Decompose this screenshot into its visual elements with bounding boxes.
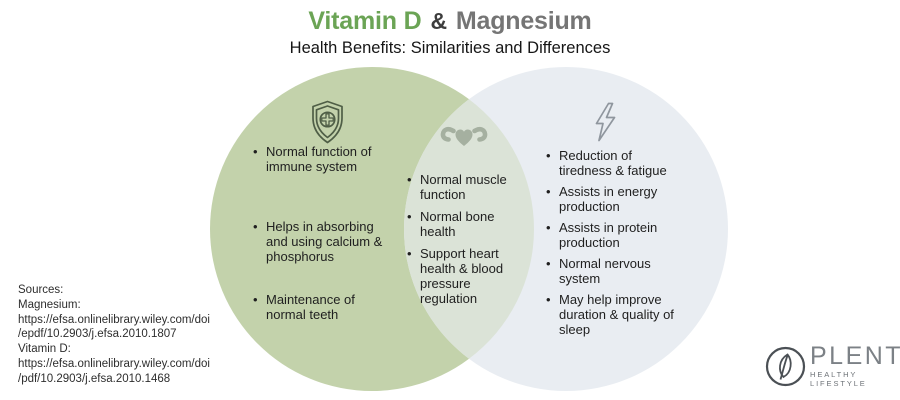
logo-text: PLENT HEALTHY LIFESTYLE xyxy=(810,342,900,389)
logo-name: PLENT xyxy=(810,342,900,370)
title-ampersand: & xyxy=(430,8,447,34)
logo-tagline: HEALTHY LIFESTYLE xyxy=(810,370,867,388)
benefit-text: Support heart health & blood pressure re… xyxy=(420,246,504,306)
title-vitamin-d: Vitamin D xyxy=(308,7,422,35)
list-item: Assists in energy production xyxy=(546,184,696,214)
benefit-text: Normal nervous system xyxy=(559,256,651,286)
plent-logo: PLENT HEALTHY LIFESTYLE xyxy=(765,344,900,388)
title-magnesium: Magnesium xyxy=(455,7,592,35)
magnesium-benefits-list: Reduction of tiredness & fatigue Assists… xyxy=(546,148,696,343)
list-item: Support heart health & blood pressure re… xyxy=(407,246,529,306)
leaf-circle-icon xyxy=(765,346,806,386)
shield-cross-icon xyxy=(312,100,343,144)
list-item: Assists in protein production xyxy=(546,220,696,250)
benefit-text: Normal function of immune system xyxy=(266,144,372,174)
page-title: Vitamin D&Magnesium xyxy=(0,7,900,36)
list-item: Normal muscle function xyxy=(407,172,529,202)
list-item: Normal function of immune system xyxy=(253,144,403,174)
benefit-text: Helps in absorbing and using calcium & p… xyxy=(266,219,383,264)
vitamin-d-benefits-list: Normal function of immune system Helps i… xyxy=(253,144,403,322)
page-subtitle: Health Benefits: Similarities and Differ… xyxy=(289,38,611,57)
strong-heart-icon xyxy=(440,126,488,146)
sources-text: Sources: Magnesium: https://efsa.onlinel… xyxy=(18,284,210,385)
list-item: Reduction of tiredness & fatigue xyxy=(546,148,696,178)
shared-benefits-list: Normal muscle function Normal bone healt… xyxy=(407,172,529,313)
list-item: Normal bone health xyxy=(407,209,529,239)
benefit-text: Assists in energy production xyxy=(559,184,658,214)
benefit-text: Normal muscle function xyxy=(420,172,507,202)
benefit-text: Assists in protein production xyxy=(559,220,658,250)
list-item: Normal nervous system xyxy=(546,256,696,286)
benefit-text: May help improve duration & quality of s… xyxy=(559,292,674,337)
header: Vitamin D&Magnesium Health Benefits: Sim… xyxy=(0,7,900,58)
list-item: Maintenance of normal teeth xyxy=(253,292,403,322)
list-item: May help improve duration & quality of s… xyxy=(546,292,696,337)
lightning-bolt-icon xyxy=(595,102,616,142)
benefit-text: Normal bone health xyxy=(420,209,495,239)
list-item: Helps in absorbing and using calcium & p… xyxy=(253,219,403,264)
benefit-text: Maintenance of normal teeth xyxy=(266,292,355,322)
benefit-text: Reduction of tiredness & fatigue xyxy=(559,148,667,178)
